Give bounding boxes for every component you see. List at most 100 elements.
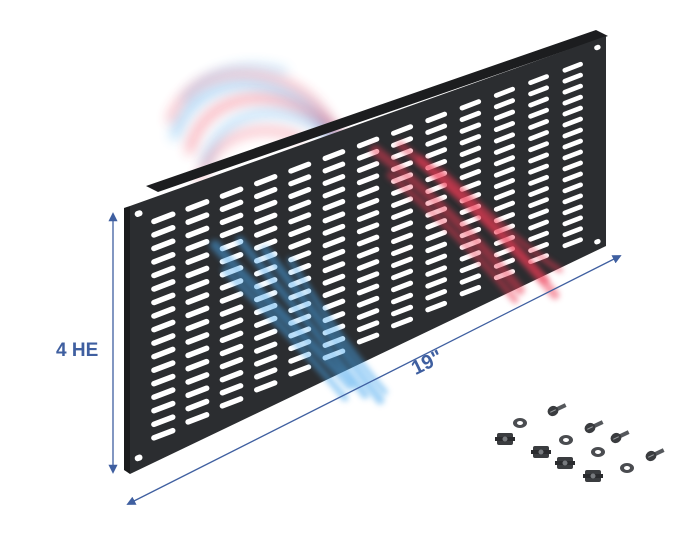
vent-slot <box>425 135 448 147</box>
cage-nut-icon <box>583 470 603 482</box>
vent-slot <box>425 147 448 159</box>
washer-icon <box>591 447 605 457</box>
vent-slot <box>322 174 346 186</box>
mounting-hole <box>134 210 143 217</box>
vent-slot <box>322 211 346 224</box>
vent-slot <box>528 208 550 220</box>
vent-slot <box>493 109 516 121</box>
airflow-stream <box>182 64 288 103</box>
vent-slot <box>356 185 380 198</box>
vent-slot <box>425 229 448 242</box>
vent-slot <box>562 127 583 139</box>
vent-slot <box>254 238 278 251</box>
vent-slot <box>493 166 516 178</box>
vent-slot <box>322 198 346 211</box>
vent-slot <box>493 132 516 144</box>
vent-slot <box>493 86 516 98</box>
vent-slot <box>322 149 346 162</box>
vent-slot <box>288 186 312 200</box>
vent-slot <box>391 232 414 245</box>
vent-slot <box>459 157 482 169</box>
vent-slot <box>562 83 583 95</box>
vent-slot <box>459 99 482 111</box>
vent-slot <box>493 98 516 110</box>
washer-icon <box>513 418 527 428</box>
vent-slot <box>562 116 583 128</box>
vent-slot <box>151 224 176 238</box>
vent-slot <box>254 174 278 187</box>
vent-slot <box>391 196 414 208</box>
vent-slot <box>562 94 583 106</box>
vent-slot <box>391 208 414 220</box>
vent-slot <box>254 186 278 200</box>
vent-slot <box>425 241 448 254</box>
vent-slot <box>219 212 244 226</box>
vent-slot <box>562 193 583 205</box>
vent-slot <box>288 224 312 238</box>
vent-slot <box>562 72 583 84</box>
vent-slot <box>288 174 312 187</box>
vent-slot <box>219 225 244 239</box>
vent-slot <box>185 225 210 239</box>
vent-slot <box>425 123 448 135</box>
vent-slot <box>562 237 583 249</box>
vent-slot <box>528 85 550 97</box>
vent-slot <box>254 199 278 213</box>
vent-slot <box>528 141 550 153</box>
vent-slot <box>219 199 244 213</box>
vent-slot <box>356 173 380 186</box>
vent-slot <box>459 134 482 146</box>
vent-slot <box>459 122 482 134</box>
vent-slot <box>528 174 550 186</box>
washer-icon <box>559 435 573 445</box>
vent-slot <box>493 189 516 201</box>
vent-slot <box>391 220 414 232</box>
screw-icon <box>547 403 567 417</box>
vent-slot <box>528 230 550 242</box>
vent-slot <box>528 219 550 231</box>
vent-slot <box>562 182 583 194</box>
vent-slot <box>254 212 278 225</box>
vent-slot <box>185 199 210 212</box>
vent-slot <box>254 225 278 238</box>
vent-slot <box>356 222 380 235</box>
vent-slot <box>322 223 346 236</box>
vent-slot <box>459 110 482 123</box>
vent-slot <box>151 211 176 225</box>
vent-slot <box>288 199 312 212</box>
vent-slot <box>288 237 312 250</box>
vent-slot <box>528 96 550 108</box>
vent-slot <box>562 160 583 172</box>
vent-slot <box>562 138 583 150</box>
vent-slot <box>493 120 516 133</box>
vent-slot <box>322 161 346 174</box>
vent-slot <box>322 186 346 199</box>
vent-slot <box>356 234 380 247</box>
vent-slot <box>528 163 550 175</box>
vent-slot <box>562 226 583 238</box>
cage-nut-icon <box>555 457 575 469</box>
vent-slot <box>459 145 482 157</box>
vent-slot <box>528 119 550 130</box>
vent-slot <box>391 244 414 257</box>
height-dimension-label: 4 HE <box>56 340 99 361</box>
vent-slot <box>356 136 380 149</box>
panel-top-flange <box>146 30 608 192</box>
panel-left-edge <box>124 206 130 474</box>
vent-slot <box>356 161 380 173</box>
mounting-hole <box>594 238 601 245</box>
vent-slot <box>459 168 482 181</box>
screw-icon <box>610 430 630 444</box>
vent-slot <box>493 143 516 155</box>
mounting-hardware-set <box>495 403 665 482</box>
washer-icon <box>620 463 634 473</box>
mounting-hole <box>594 44 601 51</box>
vent-slot <box>219 186 244 199</box>
cage-nut-icon <box>495 433 515 445</box>
vent-slot <box>185 238 210 252</box>
vent-slot <box>562 105 583 117</box>
vent-slot <box>391 124 414 136</box>
vent-slot <box>562 149 583 161</box>
